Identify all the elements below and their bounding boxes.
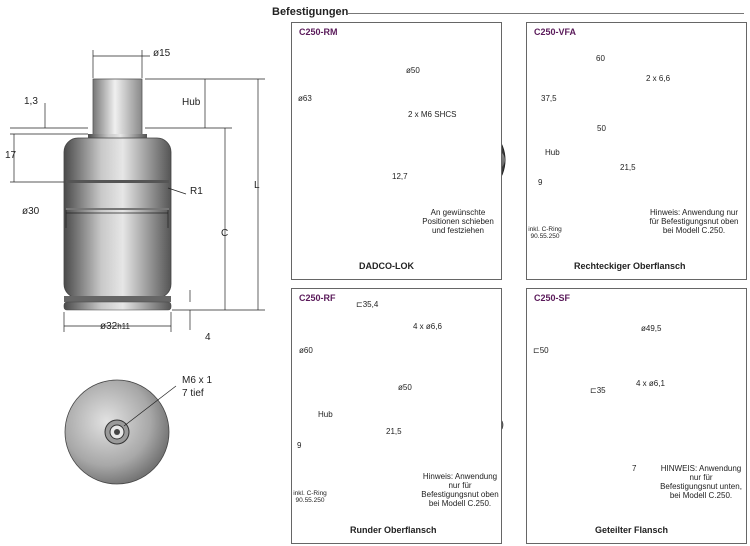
rm-dim-12-7: 12,7 (392, 172, 408, 181)
vfa-dim-60: 60 (596, 54, 605, 63)
dim-stroke: Hub (182, 97, 201, 108)
dim-outer-diameter-value: ø32 (100, 321, 118, 332)
dim-rod-diameter: ø15 (153, 48, 171, 59)
vfa-dim-37-5: 37,5 (541, 94, 557, 103)
dim-tolerance: h11 (117, 322, 130, 331)
rf-dim-o50: ø50 (398, 383, 412, 392)
thread-spec: M6 x 1 (182, 375, 213, 386)
panel-c250-vfa: C250-VFA Rechteckiger Oberflansch (526, 22, 747, 280)
vfa-dim-9: 9 (538, 178, 543, 187)
panel-caption: Runder Oberflansch (350, 525, 437, 535)
dim-radius: R1 (190, 186, 203, 197)
panel-caption: Rechteckiger Oberflansch (574, 261, 686, 271)
sf-note: HINWEIS: Anwendung nur für Befestigungsn… (660, 464, 742, 500)
rf-dim-35-4: ⊏35,4 (356, 300, 379, 309)
sf-dim-49-5: ø49,5 (641, 324, 662, 333)
panel-title: C250-RM (299, 27, 338, 37)
rm-dim-o50: ø50 (406, 66, 420, 75)
gas-spring-side-view (63, 78, 172, 311)
panel-c250-rm: C250-RM DADCO-LOK (291, 22, 502, 280)
dim-length: L (254, 180, 260, 191)
dim-1-3: 1,3 (24, 96, 38, 107)
rm-dim-o63: ø63 (298, 94, 312, 103)
rf-note: Hinweis: Anwendung nur für Befestigungsn… (421, 472, 499, 508)
sf-dim-holes: 4 x ø6,1 (636, 379, 665, 388)
panel-c250-sf: C250-SF Geteilter Flansch (526, 288, 747, 544)
rf-dim-9: 9 (297, 441, 302, 450)
section-title: Befestigungen (272, 6, 349, 18)
vfa-dim-50: 50 (597, 124, 606, 133)
rf-dim-21-5: 21,5 (386, 427, 402, 436)
dim-4: 4 (205, 332, 211, 343)
thread-depth: 7 tief (182, 388, 204, 399)
rf-c-ring-note: inkl. C-Ring 90.55.250 (293, 490, 327, 504)
rm-dim-screws: 2 x M6 SHCS (408, 110, 457, 119)
rf-dim-holes: 4 x ø6,6 (413, 322, 442, 331)
section-title-rule (348, 13, 744, 14)
panel-title: C250-SF (534, 293, 571, 303)
panel-caption: Geteilter Flansch (595, 525, 669, 535)
dim-outer-diameter: ø32h11 (100, 321, 130, 332)
panel-c250-rf: C250-RF Runder Oberflansch (291, 288, 502, 544)
panel-title: C250-RF (299, 293, 336, 303)
vfa-dim-21-5: 21,5 (620, 163, 636, 172)
sf-dim-35: ⊏35 (590, 386, 606, 395)
vfa-dim-holes: 2 x 6,6 (646, 74, 671, 83)
vfa-dim-stroke: Hub (545, 148, 560, 157)
vfa-note: Hinweis: Anwendung nur für Befestigungsn… (649, 208, 739, 235)
sf-dim-50: ⊏50 (533, 346, 549, 355)
vfa-c-ring-note: inkl. C-Ring 90.55.250 (528, 226, 562, 240)
dim-body-diameter: ø30 (22, 206, 40, 217)
sf-dim-7: 7 (632, 464, 637, 473)
panel-title: C250-VFA (534, 27, 577, 37)
panel-caption: DADCO-LOK (359, 261, 414, 271)
dim-c: C (221, 228, 229, 239)
rf-dim-o60: ø60 (299, 346, 313, 355)
left-dimension-lines (10, 50, 265, 332)
gas-spring-top-view (64, 379, 177, 485)
rf-dim-stroke: Hub (318, 410, 333, 419)
dim-17: 17 (5, 150, 17, 161)
rm-note: An gewünschte Positionen schieben und fe… (422, 208, 494, 235)
